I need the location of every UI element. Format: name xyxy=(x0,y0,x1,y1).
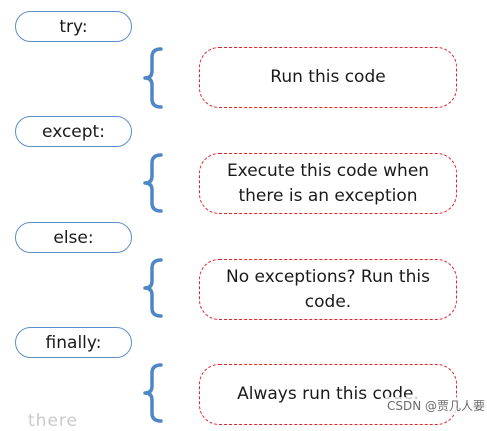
keyword-box-else: else: xyxy=(15,222,132,253)
keyword-box-finally: finally: xyxy=(15,327,132,358)
description-text: Run this code xyxy=(270,67,386,87)
description-text: No exceptions? Run this code. xyxy=(226,266,430,312)
watermark: CSDN @贾几人要 xyxy=(384,397,487,414)
curly-brace-icon xyxy=(143,258,163,318)
keyword-box-try: try: xyxy=(15,11,132,42)
keyword-label: except: xyxy=(42,121,105,142)
description-text: Always run this code. xyxy=(237,384,419,404)
keyword-box-except: except: xyxy=(15,116,132,147)
description-box-try: Run this code xyxy=(199,47,457,108)
keyword-label: try: xyxy=(59,16,88,37)
bleed-through-text: there xyxy=(28,411,78,431)
description-box-else: No exceptions? Run this code. xyxy=(199,259,457,320)
keyword-label: else: xyxy=(53,227,94,248)
keyword-label: finally: xyxy=(45,332,102,353)
curly-brace-icon xyxy=(143,363,163,423)
description-box-finally: Always run this code. xyxy=(199,364,457,425)
description-box-except: Execute this code when there is an excep… xyxy=(199,153,457,214)
curly-brace-icon xyxy=(143,47,163,109)
description-text: Execute this code when there is an excep… xyxy=(226,160,430,206)
curly-brace-icon xyxy=(143,153,163,213)
